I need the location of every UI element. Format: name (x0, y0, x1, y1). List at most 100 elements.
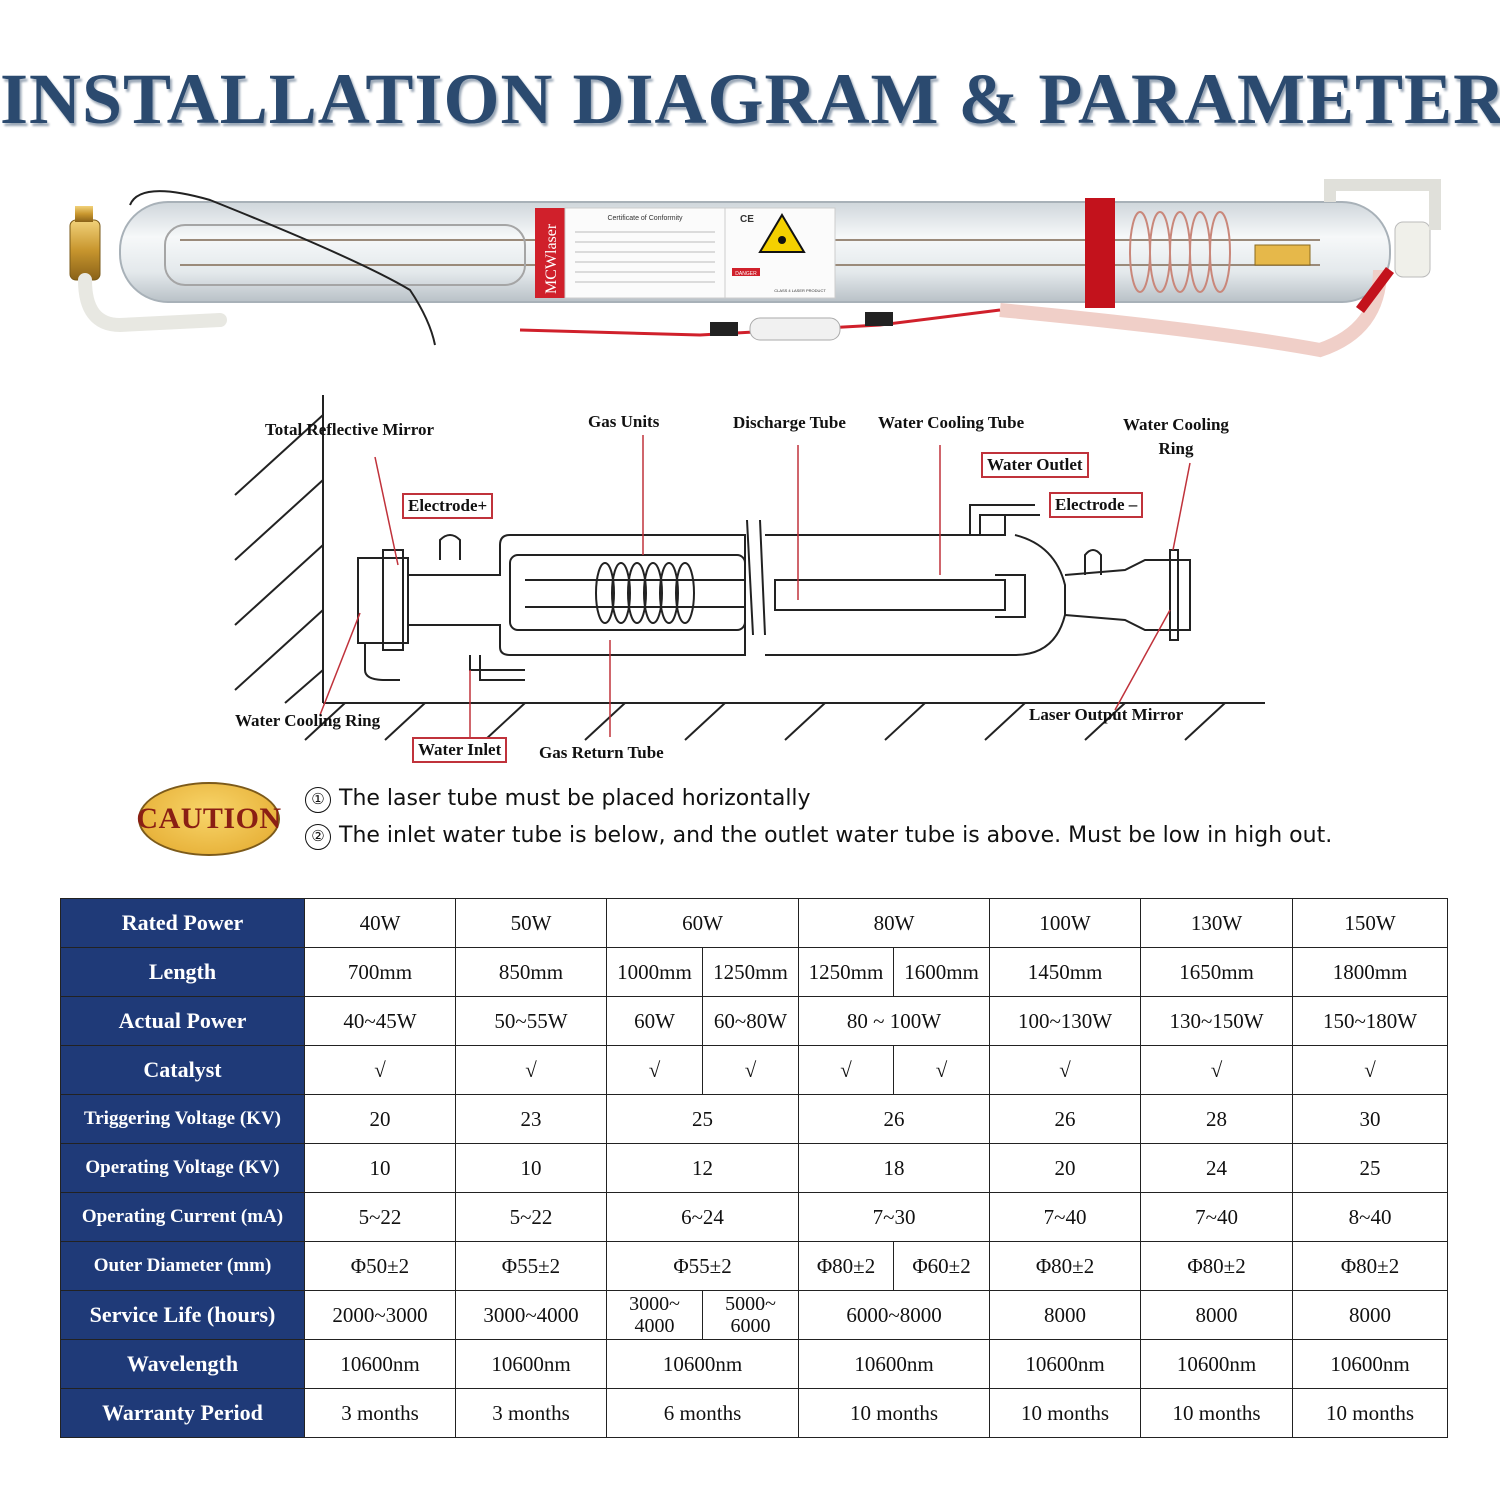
floor-hatching (304, 702, 1226, 741)
table-cell: Φ80±2 (1292, 1241, 1449, 1291)
table-cell: 100W (989, 898, 1142, 948)
table-cell: 3 months (455, 1388, 607, 1438)
table-cell: 20 (304, 1094, 456, 1144)
table-cell: √ (701, 1045, 800, 1095)
table-cell: 700mm (304, 947, 456, 997)
electrode-minus-terminal (1084, 549, 1102, 575)
table-cell: √ (455, 1045, 607, 1095)
label-water-cooling-ring-right: Water Cooling Ring (1123, 415, 1229, 458)
brand-label (535, 208, 565, 298)
table-cell: Φ80±2 (989, 1241, 1142, 1291)
laser-tube-photo: MCWlaser Certificate of Conformity CE DA… (69, 179, 1441, 358)
table-row: Triggering Voltage (KV) 20 23 25 26 26 2… (60, 1094, 1449, 1144)
left-water-elbow (364, 643, 400, 681)
table-cell: 40~45W (304, 996, 456, 1046)
gas-coil (595, 562, 695, 624)
table-cell: 3000~4000 (455, 1290, 607, 1340)
page-title: INSTALLATION DIAGRAM & PARAMETER (0, 59, 1500, 139)
table-cell: Φ55±2 (455, 1241, 607, 1291)
table-row: Rated Power 40W 50W 60W 80W 100W 130W 15… (60, 898, 1449, 948)
certificate-label (564, 207, 726, 299)
table-cell: 3000~ 4000 (606, 1290, 703, 1340)
table-row: Operating Voltage (KV) 10 10 12 18 20 24… (60, 1143, 1449, 1193)
table-cell: √ (606, 1045, 703, 1095)
table-cell: 10600nm (605, 1339, 800, 1389)
table-cell: 1600mm (893, 947, 991, 997)
table-cell: 28 (1140, 1094, 1294, 1144)
leader-water-cooling-ring-right (1172, 462, 1191, 551)
row-header: Outer Diameter (mm) (60, 1241, 305, 1291)
table-cell: 10600nm (1140, 1339, 1294, 1389)
table-cell: 7~30 (798, 1192, 991, 1242)
table-cell: 26 (989, 1094, 1142, 1144)
leader-laser-output-mirror (1114, 609, 1171, 711)
table-cell: 50~55W (455, 996, 607, 1046)
right-end-cap (1064, 559, 1191, 631)
table-cell: 8000 (1292, 1290, 1449, 1340)
row-header: Length (60, 947, 305, 997)
table-cell: 1650mm (1140, 947, 1294, 997)
table-cell: 1250mm (701, 947, 800, 997)
table-cell: 5000~ 6000 (701, 1290, 800, 1340)
table-cell: Φ80±2 (798, 1241, 895, 1291)
table-cell: 24 (1140, 1143, 1294, 1193)
table-cell: 10 (304, 1143, 456, 1193)
parameter-table: Rated Power 40W 50W 60W 80W 100W 130W 15… (60, 898, 1449, 1438)
table-row: Warranty Period 3 months 3 months 6 mont… (60, 1388, 1449, 1438)
table-row: Actual Power 40~45W 50~55W 60W 60~80W 80… (60, 996, 1449, 1046)
table-cell: 1000mm (606, 947, 703, 997)
outer-tube-right (765, 514, 1066, 656)
electrode-wire (129, 190, 436, 346)
red-band (1085, 198, 1115, 308)
water-outlet-pipe (969, 504, 1035, 535)
label-total-reflective-mirror: Total Reflective Mirror (265, 420, 434, 439)
hv-connector (749, 317, 841, 341)
table-cell: √ (798, 1045, 895, 1095)
tube-break (746, 519, 766, 636)
table-cell: 60~80W (701, 996, 800, 1046)
table-cell: 10 months (1292, 1388, 1449, 1438)
right-electrode (1254, 244, 1311, 266)
cooling-coil (1129, 211, 1231, 293)
table-cell: 26 (798, 1094, 991, 1144)
label-gas-units: Gas Units (588, 412, 660, 431)
table-cell: √ (893, 1045, 991, 1095)
note-number-1: ① (305, 787, 331, 813)
brass-nozzle (75, 206, 93, 222)
label-gas-return-tube: Gas Return Tube (539, 743, 664, 762)
table-cell: √ (1292, 1045, 1449, 1095)
row-header: Service Life (hours) (60, 1290, 305, 1340)
row-header: Wavelength (60, 1339, 305, 1389)
table-cell: 10600nm (1292, 1339, 1449, 1389)
table-cell: 130W (1140, 898, 1294, 948)
left-inner-chamber (164, 224, 526, 286)
table-row: Catalyst √ √ √ √ √ √ √ √ √ (60, 1045, 1449, 1095)
row-header: Warranty Period (60, 1388, 305, 1438)
class-label: CLASS 4 LASER PRODUCT (774, 288, 826, 293)
table-cell: 10600nm (989, 1339, 1142, 1389)
table-cell: 8~40 (1292, 1192, 1449, 1242)
installation-diagram: Total Reflective Mirror Gas Units Discha… (225, 385, 1280, 765)
table-cell: 10600nm (455, 1339, 607, 1389)
table-cell: Φ50±2 (304, 1241, 456, 1291)
table-cell: 8000 (1140, 1290, 1294, 1340)
label-water-cooling-tube: Water Cooling Tube (878, 413, 1025, 432)
leader-total-reflective-mirror (374, 456, 399, 566)
table-row: Outer Diameter (mm) Φ50±2 Φ55±2 Φ55±2 Φ8… (60, 1241, 1449, 1291)
laser-hazard-icon (758, 213, 806, 253)
leader-water-cooling-ring-left (319, 612, 361, 716)
note-number-2: ② (305, 824, 331, 850)
table-cell: Φ55±2 (605, 1241, 800, 1291)
label-electrode-minus: Electrode – (1049, 492, 1144, 518)
table-cell: 850mm (455, 947, 607, 997)
electrode-plus-terminal (439, 534, 461, 560)
row-header: Catalyst (60, 1045, 305, 1095)
table-cell: Φ60±2 (893, 1241, 991, 1291)
table-cell: 6000~8000 (798, 1290, 991, 1340)
table-cell: 60W (605, 898, 800, 948)
table-cell: 23 (455, 1094, 607, 1144)
table-cell: 12 (605, 1143, 800, 1193)
table-cell: 6~24 (605, 1192, 800, 1242)
row-header: Operating Current (mA) (60, 1192, 305, 1242)
label-water-outlet: Water Outlet (981, 452, 1089, 478)
